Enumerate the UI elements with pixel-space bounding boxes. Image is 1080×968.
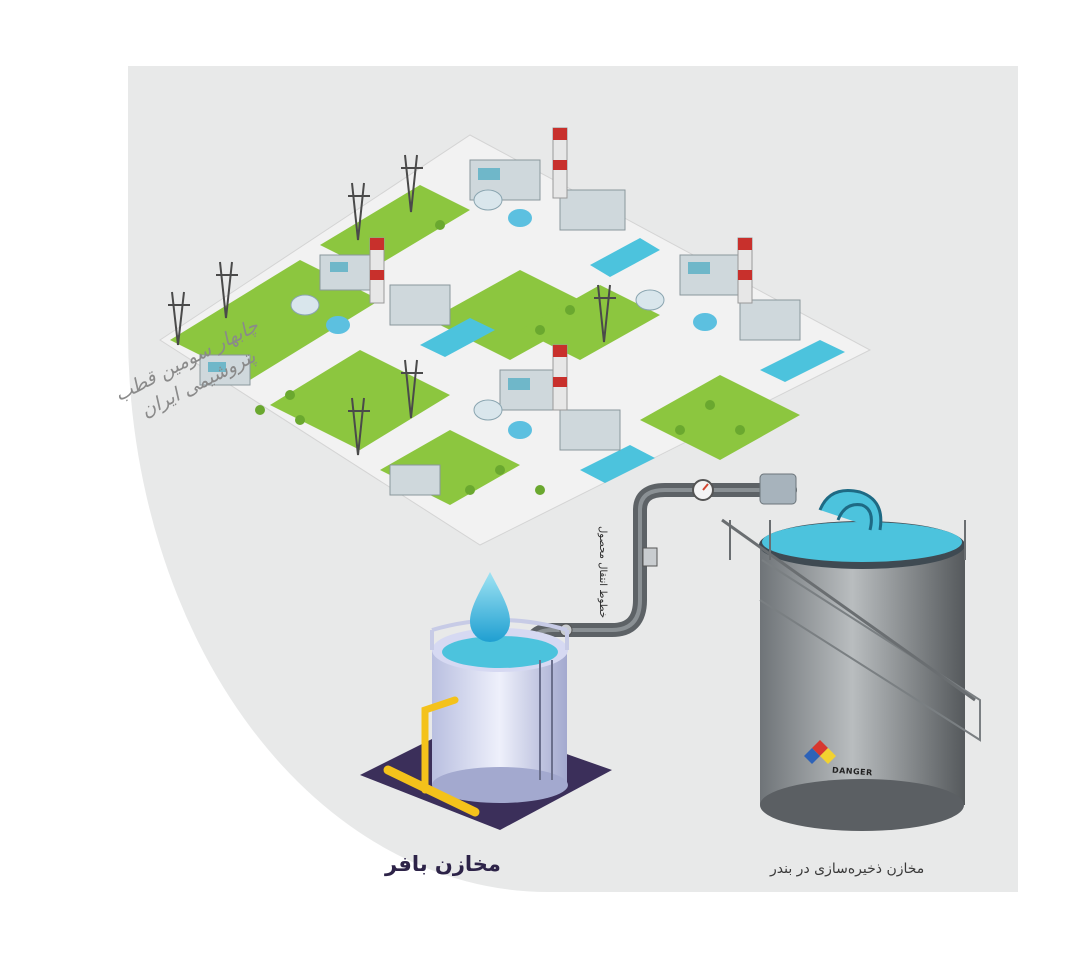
grass-tile [520,285,660,360]
pool [760,340,845,382]
pipe-outlet [759,473,797,505]
window-panel [330,262,348,272]
grass-tile [320,185,470,270]
pressure-gauge-icon [692,479,714,501]
industrial-zone [159,127,872,546]
pipeline-label: خطوط انتقال محصول [597,526,608,619]
pool [590,238,660,277]
plant-building [559,189,626,231]
plant-building [319,254,376,291]
buffer-tank [360,618,612,830]
window-panel [208,362,226,372]
buffer-tank-label: مخازن بافر [385,852,501,876]
plant-building [679,254,746,296]
plant-building [389,464,441,496]
plant-building [559,409,621,451]
pool [580,445,655,483]
storage-tank [721,489,981,831]
window-panel [478,168,500,180]
plant-building [389,284,451,326]
window-panel [688,262,710,274]
window-panel [508,378,530,390]
grass-tile [270,350,450,450]
plant-building [739,299,801,341]
product-pipeline [523,483,797,697]
grass-tile [640,375,800,460]
water-drop-icon [470,572,510,642]
storage-tank-label: مخازن ذخیره‌سازی در بندر [770,861,925,877]
pool [420,318,495,357]
